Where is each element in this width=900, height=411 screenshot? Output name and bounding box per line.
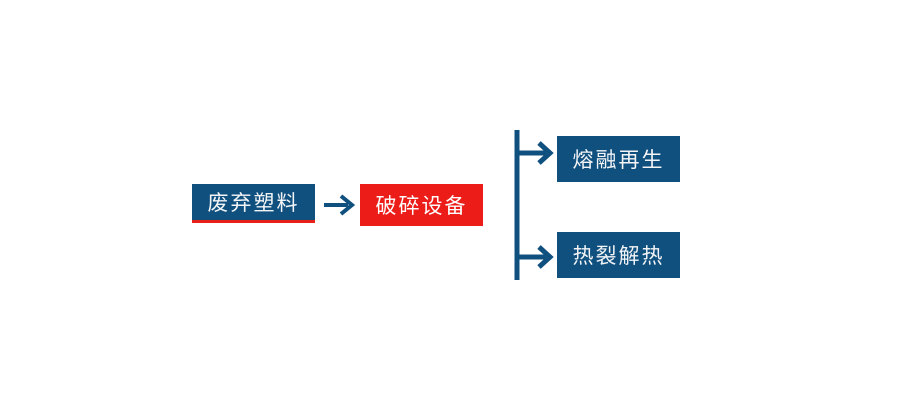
- node-source-label: 废弃塑料: [207, 192, 300, 215]
- node-process-label: 破碎设备: [375, 195, 468, 218]
- arrow-right-icon: [322, 190, 358, 220]
- node-outcome-pyrolysis[interactable]: 热裂解热: [557, 232, 680, 278]
- node-outcome-melt-recycling[interactable]: 熔融再生: [557, 136, 680, 182]
- node-outcome-a-label: 熔融再生: [572, 149, 665, 172]
- node-process[interactable]: 破碎设备: [360, 184, 483, 226]
- branch-split-icon: [510, 126, 558, 284]
- node-outcome-b-label: 热裂解热: [572, 245, 665, 268]
- node-source[interactable]: 废弃塑料: [192, 184, 315, 223]
